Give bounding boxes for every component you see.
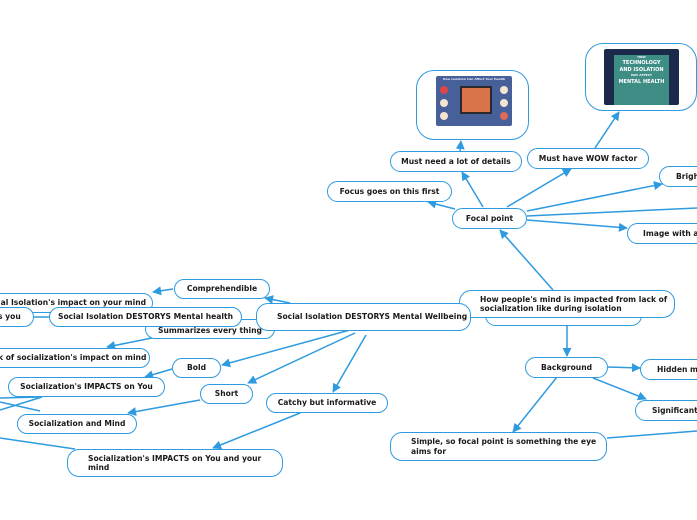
- node-label: Bright: [676, 171, 697, 181]
- edge-wellbeing-catchy: [332, 334, 367, 393]
- person-icon: [500, 99, 508, 107]
- edge-catchy-impacts-mind: [212, 412, 301, 450]
- node-label: Bold: [186, 363, 207, 373]
- node-label: Simple, so focal point is something the …: [411, 437, 597, 456]
- node-label: Socialization and Mind: [28, 419, 126, 429]
- edge-background-hidden: [607, 363, 641, 373]
- node-lack-socialization[interactable]: k of socialization's impact on mind: [0, 348, 150, 368]
- central-topic[interactable]: How people's mind is impacted from lack …: [459, 290, 675, 318]
- thumb-text: TECHNOLOGY: [622, 60, 661, 66]
- node-impacts-you-and-mind[interactable]: Socialization's IMPACTS on You and your …: [67, 449, 283, 477]
- edge-wellbeing-bold: [221, 329, 351, 368]
- edge-left-3: [0, 401, 41, 412]
- edge-wellbeing-short: [247, 332, 356, 384]
- edge-left-2: [0, 396, 43, 411]
- edge-focal-right: [526, 207, 697, 217]
- node-label: s you: [0, 312, 21, 322]
- node-label: Comprehendible: [186, 284, 258, 294]
- node-label: k of socialization's impact on mind: [0, 353, 147, 363]
- edge-short-mind: [127, 399, 201, 416]
- person-icon: [440, 99, 448, 107]
- thumb-text: AND ISOLATION: [619, 67, 664, 73]
- thumbnail-image: How Isolation Can Affect Your Health: [436, 76, 512, 126]
- edge-focal-wow: [506, 168, 572, 208]
- node-background[interactable]: Background: [525, 357, 608, 378]
- node-label: Summarizes every thing: [158, 325, 262, 335]
- node-label: Focal point: [465, 213, 514, 223]
- edge-summarizes-lack: [106, 337, 153, 350]
- edge-left-4: [0, 437, 76, 450]
- thumb-text: MENTAL HEALTH: [618, 79, 665, 85]
- node-short[interactable]: Short: [200, 384, 253, 404]
- node-wow-factor[interactable]: Must have WOW factor: [527, 148, 649, 169]
- heart-icon: [440, 86, 448, 94]
- node-catchy-informative[interactable]: Catchy but informative: [266, 393, 388, 413]
- edge-focal-focus: [427, 199, 456, 210]
- node-must-need-details[interactable]: Must need a lot of details: [390, 151, 522, 172]
- edge-details-image1: [455, 140, 465, 153]
- node-destorys-mental-health[interactable]: Social Isolation DESTORYS Mental health: [49, 307, 242, 327]
- node-label: ial Isolation's impact on your mind: [0, 298, 147, 308]
- node-focal-point[interactable]: Focal point: [452, 208, 527, 229]
- node-bold[interactable]: Bold: [172, 358, 221, 378]
- node-comprehendible[interactable]: Comprehendible: [174, 279, 270, 299]
- node-image-with[interactable]: Image with a: [627, 223, 697, 244]
- edge-focal-image: [526, 219, 628, 232]
- node-label: Short: [214, 389, 239, 399]
- node-label: Socialization's IMPACTS on You and your …: [88, 453, 262, 472]
- thumb-text: HOW: [637, 55, 646, 59]
- central-topic-label: How people's mind is impacted from lack …: [480, 294, 668, 313]
- edge-central-focal: [499, 229, 554, 291]
- node-label: Must need a lot of details: [401, 156, 511, 166]
- image-node-technology-infographic[interactable]: HOW TECHNOLOGY AND ISOLATION MAY AFFECT …: [585, 43, 697, 111]
- node-label: Social Isolation DESTORYS Mental Wellbei…: [277, 312, 468, 322]
- node-label: Focus goes on this first: [339, 186, 440, 196]
- house-illustration: [614, 55, 669, 105]
- edge-background-significant: [592, 377, 647, 401]
- node-label: Must have WOW factor: [538, 153, 638, 163]
- screen-illustration: [460, 86, 492, 114]
- node-impacts-on-you[interactable]: Socialization's IMPACTS on You: [8, 377, 165, 397]
- node-label: Hidden me: [657, 364, 697, 374]
- edge-simple-right: [606, 430, 697, 439]
- node-label: Social Isolation DESTORYS Mental health: [57, 312, 234, 322]
- person-icon: [500, 86, 508, 94]
- node-focus-first[interactable]: Focus goes on this first: [327, 181, 452, 202]
- thumb-text: MAY AFFECT: [631, 73, 652, 77]
- thumbnail-image: HOW TECHNOLOGY AND ISOLATION MAY AFFECT …: [604, 49, 679, 105]
- thumbnail-caption: How Isolation Can Affect Your Health: [442, 77, 506, 81]
- node-s-you[interactable]: s you: [0, 307, 34, 327]
- edge-comprehendible-impact: [152, 286, 174, 296]
- image-node-isolation-infographic[interactable]: How Isolation Can Affect Your Health: [416, 70, 529, 140]
- person-icon: [440, 112, 448, 120]
- node-socialization-and-mind[interactable]: Socialization and Mind: [17, 414, 137, 434]
- node-label: Significant: [652, 405, 697, 415]
- edge-wow-image2: [594, 111, 620, 149]
- node-hidden-meaning[interactable]: Hidden me: [640, 359, 697, 380]
- node-label: Catchy but informative: [277, 398, 377, 408]
- node-simple-focal[interactable]: Simple, so focal point is something the …: [390, 432, 607, 461]
- edge-bold-impacts: [144, 368, 173, 380]
- node-bright[interactable]: Bright: [659, 166, 697, 187]
- edge-background-simple: [512, 376, 558, 433]
- node-label: Socialization's IMPACTS on You: [20, 382, 153, 392]
- edge-focal-details: [461, 171, 484, 208]
- edge-wellbeing-comprehendible: [264, 295, 291, 305]
- brain-icon: [500, 112, 508, 120]
- edge-focal-bright: [526, 181, 663, 212]
- node-label: Background: [540, 362, 593, 372]
- edge-left-1: [0, 396, 41, 399]
- node-destorys-mental-wellbeing[interactable]: Social Isolation DESTORYS Mental Wellbei…: [256, 303, 471, 331]
- node-significant[interactable]: Significant: [635, 400, 697, 421]
- node-label: Image with a: [643, 228, 697, 238]
